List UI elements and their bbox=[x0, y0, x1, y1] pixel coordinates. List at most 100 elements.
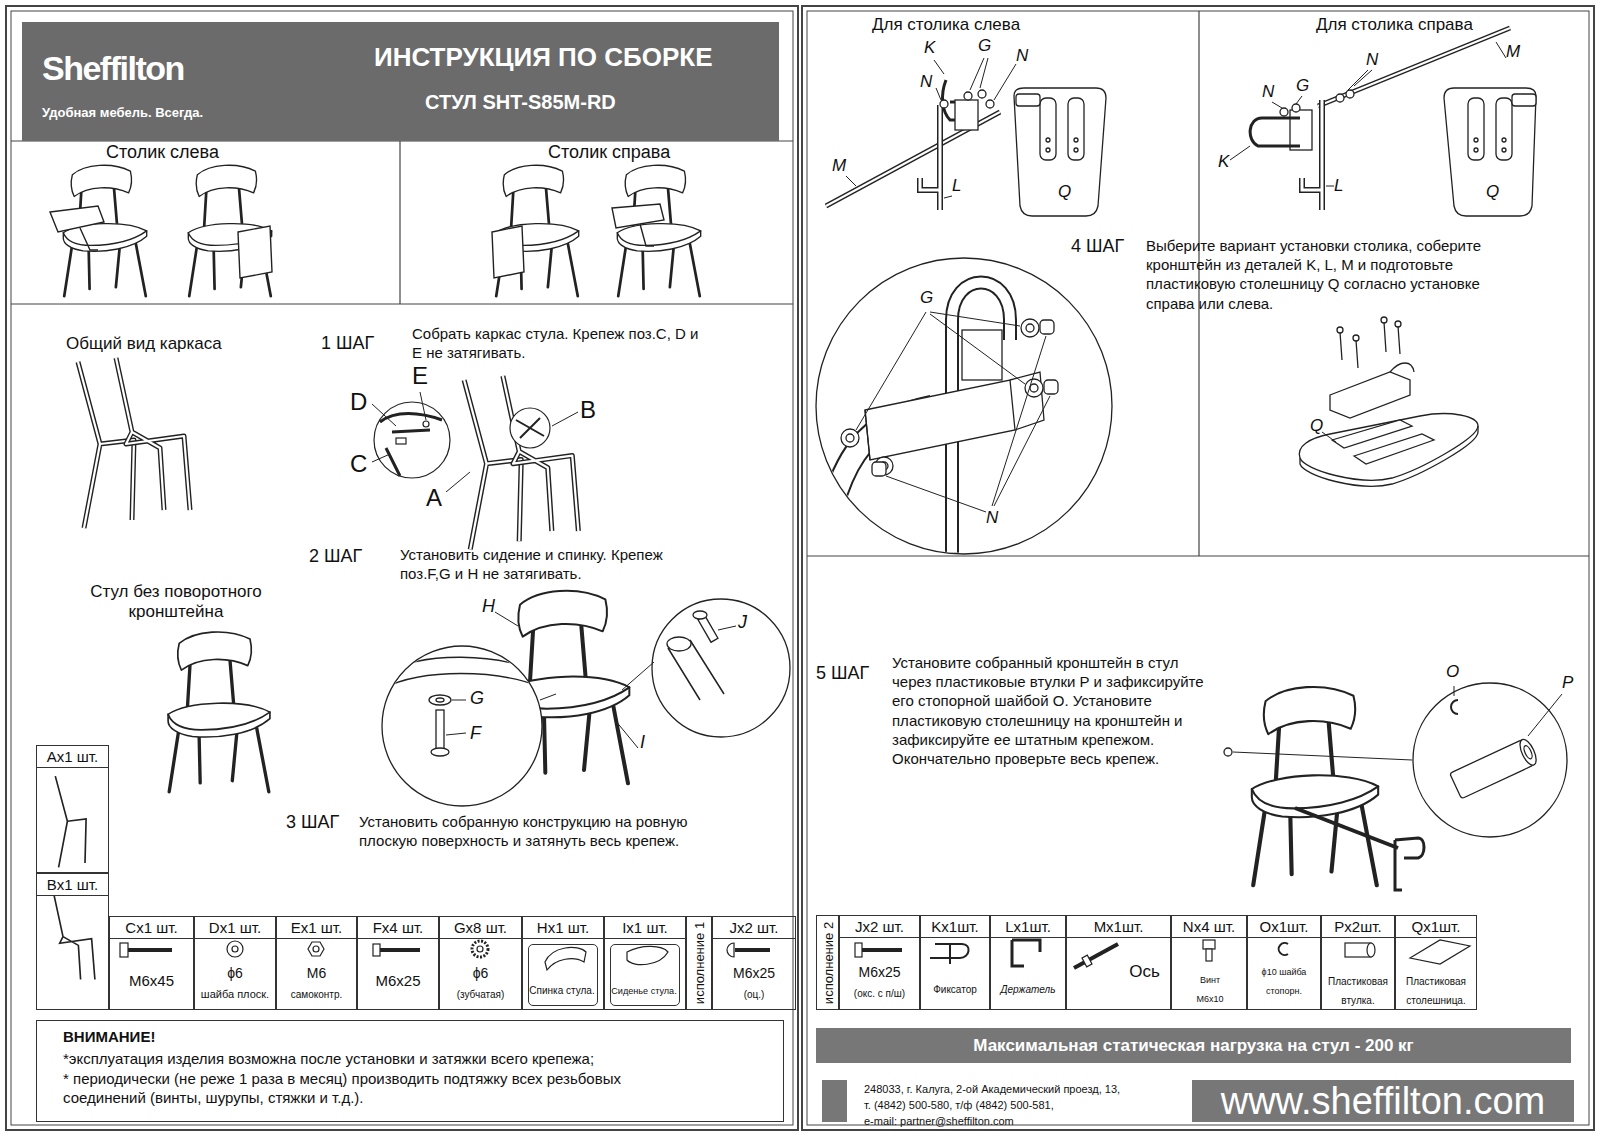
bracket-right-variant bbox=[1230, 42, 1506, 186]
header-text: СТУЛ SHT-S85M-RD bbox=[425, 91, 616, 113]
step4-detail bbox=[841, 429, 859, 447]
cell-heading-holder: Ax1 шт. bbox=[37, 746, 108, 768]
callout-label: N bbox=[1366, 50, 1378, 69]
variant-chairs bbox=[63, 165, 146, 296]
callout-label: Общий вид каркаса bbox=[66, 334, 222, 353]
page-frame bbox=[11, 141, 793, 304]
vertical-text: исполнение 1 bbox=[692, 922, 707, 1004]
bracket-left-variant bbox=[1046, 148, 1050, 152]
parts-cell: Kx1шт.Фиксатор bbox=[920, 915, 990, 1010]
callout-label-holder: N bbox=[1262, 82, 1274, 102]
cell-heading-holder: Jx2 шт. bbox=[840, 916, 919, 938]
step4-detail bbox=[1044, 380, 1058, 394]
callout-label-holder: 5 ШАГ bbox=[816, 663, 869, 685]
bracket-right-variant bbox=[1230, 28, 1536, 216]
step2-assembly bbox=[380, 657, 548, 756]
cell-text-holder: (оц.) bbox=[713, 983, 795, 1002]
cell-text-holder: ϕ6 bbox=[195, 963, 275, 982]
step1-frame bbox=[372, 392, 578, 492]
bracket-left-variant bbox=[920, 105, 940, 210]
callout-label-holder: 1 ШАГ bbox=[321, 333, 374, 355]
variant-chairs bbox=[80, 228, 98, 250]
cell-heading: Px2шт. bbox=[1334, 918, 1381, 935]
callout-label-holder: Столик слева bbox=[106, 142, 219, 164]
parts-cell: Lx1шт.Держатель bbox=[990, 915, 1066, 1010]
cell-text-holder: M6x25 bbox=[358, 971, 438, 990]
bracket-left-variant bbox=[955, 100, 978, 130]
callout-label: Для столика слева bbox=[872, 15, 1020, 34]
cell-text: M6x25 bbox=[375, 972, 420, 989]
parts-icons bbox=[1203, 940, 1215, 949]
step2-assembly bbox=[429, 695, 451, 705]
warning-text: *эксплуатация изделия возможна после уст… bbox=[63, 1050, 594, 1067]
tabletop-q bbox=[1299, 317, 1478, 486]
variant-chairs bbox=[617, 165, 700, 296]
cell-text-holder: ϕ10 шайба стопорн. bbox=[1261, 960, 1307, 998]
step5-assembly bbox=[1252, 687, 1378, 885]
callout-label-holder: Общий вид каркаса bbox=[66, 334, 222, 354]
cell-heading: Mx1шт. bbox=[1094, 918, 1144, 935]
step4-detail bbox=[872, 462, 886, 476]
callout-label-holder: A bbox=[426, 484, 442, 513]
step1-frame bbox=[423, 421, 429, 427]
callout-label: K bbox=[924, 38, 935, 57]
step5-assembly bbox=[1233, 752, 1412, 760]
callout-label-holder: Q bbox=[1310, 416, 1323, 436]
parts-cell: Jx2 шт.M6x25(окс. с п/ш) bbox=[839, 915, 920, 1010]
step4-detail bbox=[1040, 320, 1054, 334]
cell-text: Ось bbox=[1129, 962, 1160, 981]
parts-icons bbox=[930, 944, 969, 964]
callout-label-holder: E bbox=[412, 362, 428, 391]
callout-label: Установить собранную конструкцию на ровн… bbox=[359, 813, 688, 849]
bracket-left-variant bbox=[1046, 138, 1050, 142]
bracket-right-variant bbox=[1444, 88, 1536, 216]
parts-icons bbox=[727, 943, 734, 957]
callout-label: 248033, г. Калуга, 2-ой Академический пр… bbox=[864, 1083, 1120, 1095]
cell-text-holder: M6x25 bbox=[840, 962, 919, 981]
callout-label: E bbox=[412, 362, 428, 389]
cell-text: Винт M6x10 bbox=[1196, 975, 1223, 1004]
frame-overview bbox=[78, 358, 190, 528]
step2-assembly bbox=[380, 591, 790, 806]
callout-label: L bbox=[952, 176, 961, 195]
step4-detail bbox=[865, 372, 1044, 460]
callout-label-holder: Q bbox=[1058, 182, 1071, 202]
parts-icons bbox=[120, 943, 128, 957]
callout-label: т. (4842) 500-580, т/ф (4842) 500-581, bbox=[864, 1099, 1054, 1111]
callout-label-holder: N bbox=[986, 508, 998, 528]
inner-box: Сиденье стула. bbox=[610, 944, 680, 1006]
parts-cell: Px2шт.Пластиковая втулка. bbox=[1321, 915, 1395, 1010]
parts-cell: Mx1шт. Ось bbox=[1066, 915, 1171, 1010]
website-text: www.sheffilton.com bbox=[1221, 1080, 1546, 1122]
parts-icons bbox=[1082, 955, 1092, 967]
callout-label-holder: 248033, г. Калуга, 2-ой Академический пр… bbox=[864, 1078, 1120, 1097]
load-text-holder: Максимальная статическая нагрузка на сту… bbox=[816, 1028, 1571, 1063]
step5-assembly bbox=[1224, 683, 1567, 890]
website-box: www.sheffilton.com bbox=[1192, 1080, 1574, 1122]
step4-detail bbox=[856, 312, 1050, 512]
callout-label: Установить сидение и спинку. Крепеж поз.… bbox=[400, 546, 663, 582]
parts-cell: Qx1шт.Пластиковая столешница. bbox=[1395, 915, 1477, 1010]
step1-frame bbox=[510, 408, 550, 448]
parts-cell: Fx4 шт.M6x25 bbox=[357, 916, 439, 1010]
parts-icons bbox=[855, 943, 862, 957]
bracket-right-variant bbox=[1512, 94, 1536, 106]
variant-chairs bbox=[238, 226, 272, 278]
chair-no-bracket bbox=[168, 632, 270, 792]
header-text-holder: Sheffilton bbox=[42, 48, 184, 89]
callout-label: Q bbox=[1058, 182, 1071, 201]
step4-detail bbox=[1030, 384, 1038, 392]
inner-box: Спинка стула. bbox=[528, 944, 598, 1006]
tabletop-q bbox=[1381, 317, 1387, 323]
parts-cell: Ox1шт.ϕ10 шайба стопорн. bbox=[1247, 915, 1321, 1010]
parts-icons bbox=[380, 948, 420, 952]
bracket-right-variant bbox=[1496, 98, 1512, 160]
cell-heading: Ax1 шт. bbox=[47, 748, 98, 765]
cell-text: M6x25 bbox=[733, 965, 775, 981]
header-text: Удобная мебель. Всегда. bbox=[42, 105, 203, 120]
bracket-left-variant bbox=[826, 58, 1106, 216]
step4-detail bbox=[1021, 319, 1039, 337]
step4-detail bbox=[962, 330, 1002, 380]
tabletop-q bbox=[1340, 322, 1400, 368]
callout-label: Для столика справа bbox=[1316, 15, 1473, 34]
